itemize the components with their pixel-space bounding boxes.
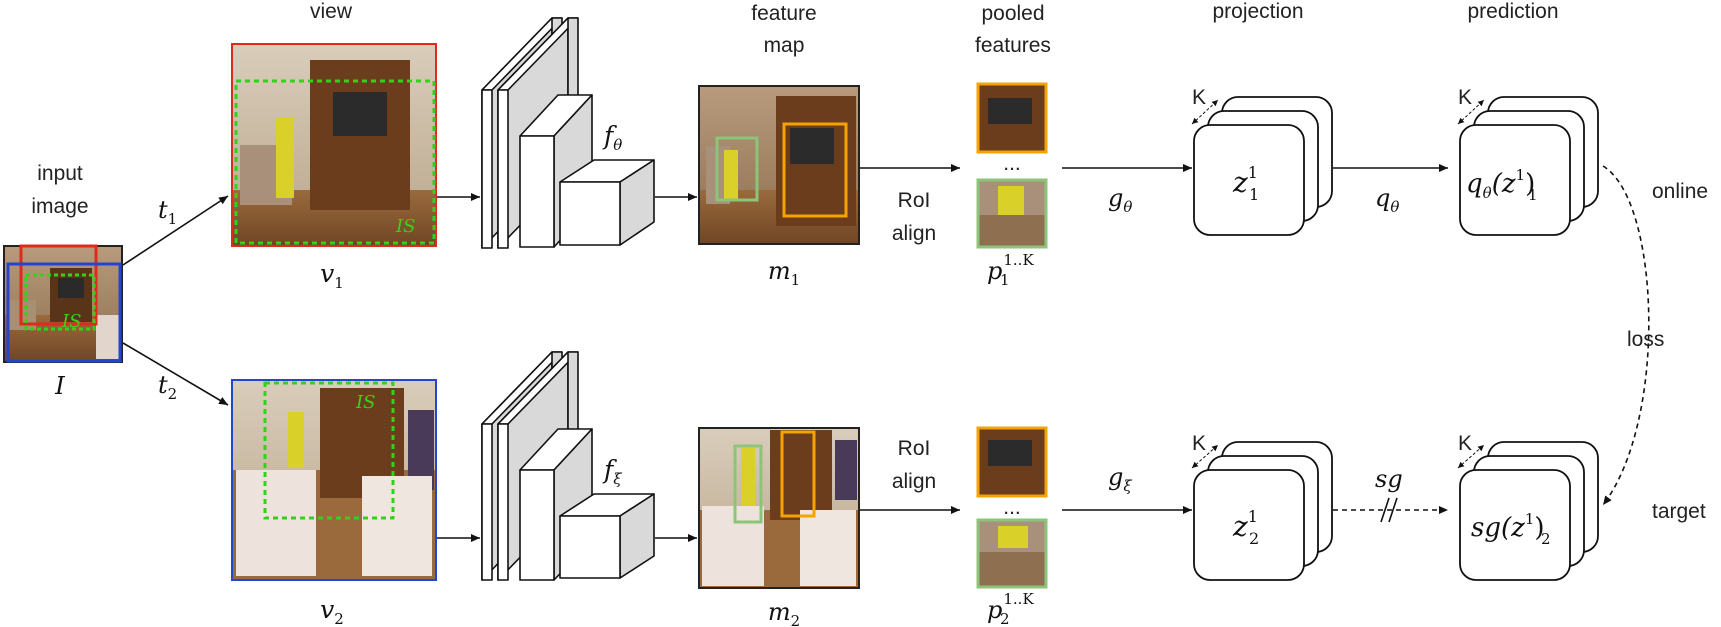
view-2-image: IS (231, 379, 437, 581)
view-1-is-label: IS (395, 216, 415, 237)
projection-online-stack (1193, 96, 1333, 236)
view-2-is-label: IS (355, 392, 375, 413)
q-theta-label: qθ (1375, 184, 1399, 216)
v1-label: v1 (320, 259, 344, 292)
projection-target-stack (1193, 441, 1333, 581)
sg-output-arg-sub: 2 (1541, 530, 1551, 548)
feature-map-2 (698, 427, 860, 589)
k-label-proj-target: K (1192, 432, 1206, 455)
k-arrow-pred-target (1457, 444, 1485, 469)
roi-align-online-2: align (892, 222, 936, 245)
stop-grad-slash-2 (1388, 497, 1398, 523)
m1-label: m1 (768, 257, 800, 289)
header-feature: feature (751, 2, 816, 25)
input-symbol: I (54, 372, 65, 400)
online-label: online (1652, 180, 1708, 203)
p2-sub: 2 (1000, 610, 1010, 627)
roi-align-online-1: RoI (898, 189, 931, 212)
roi-align-target-2: align (892, 470, 936, 493)
header-prediction: prediction (1467, 0, 1558, 23)
p2-label: p1..K (987, 590, 1034, 624)
encoder-target (481, 351, 655, 581)
prediction-online-stack (1459, 96, 1599, 236)
k-arrow-pred-online (1457, 99, 1485, 125)
q-output-label: qθ(z1) (1466, 166, 1535, 202)
m1-roi-green (715, 136, 759, 202)
header-projection: projection (1212, 0, 1303, 23)
sg-arrow-label: sg (1375, 465, 1403, 493)
arrow-t1 (122, 195, 229, 266)
header-view: view (310, 0, 353, 23)
f-xi-label: fξ (602, 455, 622, 488)
view-1-is-box (234, 79, 436, 245)
z2-sub: 2 (1249, 529, 1259, 548)
pooled-online-green (976, 178, 1048, 249)
f-theta-label: fθ (602, 121, 622, 154)
input-label-line2: image (31, 195, 88, 218)
view-2-is-box (263, 381, 395, 520)
pooled-online (976, 82, 1048, 249)
m1-roi-orange (782, 122, 848, 218)
input-is-label: IS (61, 311, 81, 332)
sg-output-label: sg(z1) (1471, 510, 1545, 543)
k-arrow-proj-target (1191, 444, 1219, 469)
input-label-line1: input (37, 162, 83, 185)
view-1-frame (231, 43, 437, 247)
g-xi-label: gξ (1108, 463, 1132, 495)
roi-align-target-1: RoI (898, 437, 931, 460)
view-1-image: IS (231, 43, 437, 247)
k-label-pred-target: K (1458, 432, 1472, 455)
z1-sub: 1 (1249, 185, 1259, 204)
pooled-online-orange (976, 82, 1048, 154)
pooled-online-ellipsis: ... (1003, 152, 1021, 175)
m2-roi-orange (780, 430, 816, 518)
target-label: target (1652, 500, 1706, 523)
pooled-target-ellipsis: ... (1003, 496, 1021, 519)
input-crop-v1 (19, 244, 98, 326)
loss-arrow (1602, 165, 1650, 506)
q-output-arg-sub: 1 (1528, 186, 1538, 204)
m2-roi-green (733, 444, 763, 524)
pooled-target-green (976, 518, 1048, 589)
encoder-online (481, 17, 655, 249)
k-arrow-proj-online (1191, 99, 1219, 125)
stop-grad-slash-1 (1380, 497, 1390, 523)
t1-label: t1 (158, 196, 177, 228)
z1-label: z1 (1232, 163, 1258, 199)
input-crop-v2 (6, 262, 122, 363)
pooled-target-orange (976, 426, 1048, 498)
m2-label: m2 (768, 598, 800, 627)
header-map: map (764, 34, 805, 57)
feature-map-1 (698, 85, 860, 245)
g-theta-label: gθ (1108, 184, 1132, 216)
pooled-target (976, 426, 1048, 589)
k-label-proj-online: K (1192, 86, 1206, 109)
input-is-box (24, 273, 96, 331)
p1-sub: 1 (1000, 271, 1010, 289)
loss-label: loss (1627, 328, 1664, 351)
input-image: IS (3, 244, 123, 363)
k-label-pred-online: K (1458, 86, 1472, 109)
p1-label: p1..K (987, 251, 1034, 285)
z2-label: z1 (1232, 507, 1258, 543)
arrow-t2 (122, 342, 229, 406)
header-features: features (975, 34, 1051, 57)
view-2-frame (231, 379, 437, 581)
prediction-target-stack (1459, 441, 1599, 581)
header-pooled: pooled (981, 2, 1044, 25)
v2-label: v2 (320, 595, 344, 627)
t2-label: t2 (158, 371, 177, 403)
